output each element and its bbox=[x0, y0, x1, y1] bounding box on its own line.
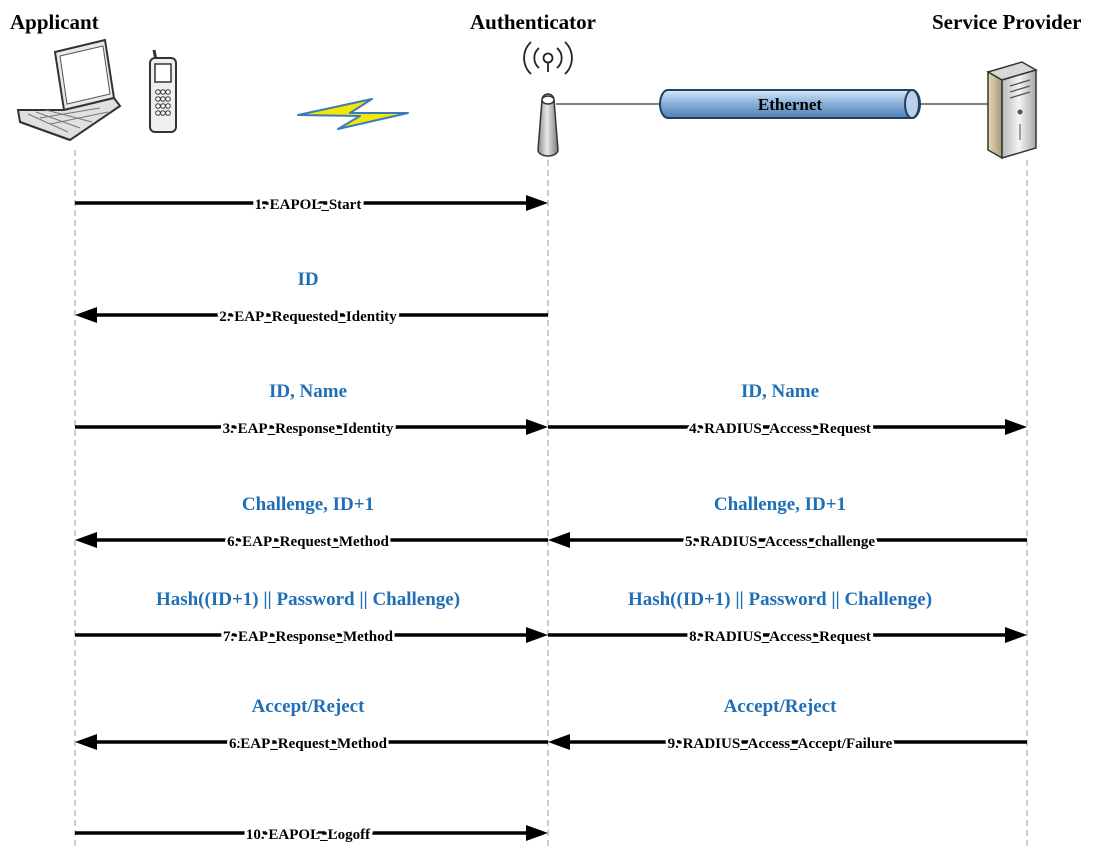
message-label: 10. EAPOL_Logoff bbox=[246, 827, 371, 843]
message-5: 6. EAP_Request_Method Challenge, ID+1 bbox=[75, 494, 548, 553]
message-label: 1. EAPOL_Start bbox=[255, 197, 362, 213]
message-arrowhead bbox=[548, 734, 570, 750]
message-payload: Hash((ID+1) || Password || Challenge) bbox=[628, 589, 932, 610]
message-payload: ID bbox=[297, 269, 318, 290]
message-payload: ID, Name bbox=[269, 381, 347, 402]
message-label: 9. RADIUS_Access_Accept/Failure bbox=[668, 736, 893, 752]
ethernet-label: Ethernet bbox=[758, 95, 823, 114]
message-arrowhead bbox=[526, 195, 548, 211]
message-arrowhead bbox=[1005, 627, 1027, 643]
ethernet-pipe: Ethernet bbox=[659, 89, 921, 119]
message-label: 6. EAP_Request_Method bbox=[227, 534, 389, 550]
mobile-phone-icon bbox=[149, 49, 177, 133]
message-payload: Challenge, ID+1 bbox=[242, 494, 374, 515]
laptop-icon bbox=[16, 38, 122, 142]
message-arrowhead bbox=[75, 532, 97, 548]
message-arrowhead bbox=[75, 734, 97, 750]
message-payload: Accept/Reject bbox=[724, 696, 838, 717]
message-11: 10. EAPOL_Logoff bbox=[75, 825, 548, 846]
wireless-signal-icon bbox=[523, 41, 573, 75]
message-4: 4. RADIUS_Access_Request ID, Name bbox=[548, 381, 1027, 440]
server-icon bbox=[986, 61, 1038, 160]
message-label: 8. RADIUS_Access_Request bbox=[689, 629, 871, 645]
message-label: 3. EAP_Response_Identity bbox=[223, 421, 394, 437]
message-payload: Hash((ID+1) || Password || Challenge) bbox=[156, 589, 460, 610]
access-point-icon bbox=[537, 93, 559, 157]
message-label: 2. EAP_Requested_Identity bbox=[219, 309, 397, 325]
message-7: 7. EAP_Response_Method Hash((ID+1) || Pas… bbox=[75, 589, 548, 648]
message-10: 9. RADIUS_Access_Accept/Failure Accept/Re… bbox=[548, 696, 1027, 755]
message-arrowhead bbox=[548, 532, 570, 548]
message-payload: ID, Name bbox=[741, 381, 819, 402]
header-applicant: Applicant bbox=[10, 10, 99, 34]
message-label: 4. RADIUS_Access_Request bbox=[689, 421, 871, 437]
message-arrowhead bbox=[526, 825, 548, 841]
message-3: 3. EAP_Response_Identity ID, Name bbox=[75, 381, 548, 440]
message-2: 2. EAP_Requested_Identity ID bbox=[75, 269, 548, 328]
message-arrowhead bbox=[75, 307, 97, 323]
message-arrowhead bbox=[1005, 419, 1027, 435]
message-9: 6.EAP_Request_Method Accept/Reject bbox=[75, 696, 548, 755]
message-payload: Challenge, ID+1 bbox=[714, 494, 846, 515]
message-payload: Accept/Reject bbox=[252, 696, 366, 717]
message-label: 6.EAP_Request_Method bbox=[229, 736, 388, 752]
lightning-icon bbox=[297, 98, 409, 130]
message-1: 1. EAPOL_Start bbox=[75, 195, 548, 216]
message-8: 8. RADIUS_Access_Request Hash((ID+1) || P… bbox=[548, 589, 1027, 648]
message-arrowhead bbox=[526, 627, 548, 643]
message-arrowhead bbox=[526, 419, 548, 435]
header-authenticator: Authenticator bbox=[470, 10, 596, 34]
header-service-provider: Service Provider bbox=[932, 10, 1082, 34]
message-label: 5. RADIUS_Access_challenge bbox=[685, 534, 875, 550]
message-6: 5. RADIUS_Access_challenge Challenge, ID+… bbox=[548, 494, 1027, 553]
message-label: 7. EAP_Response_Method bbox=[223, 629, 394, 645]
